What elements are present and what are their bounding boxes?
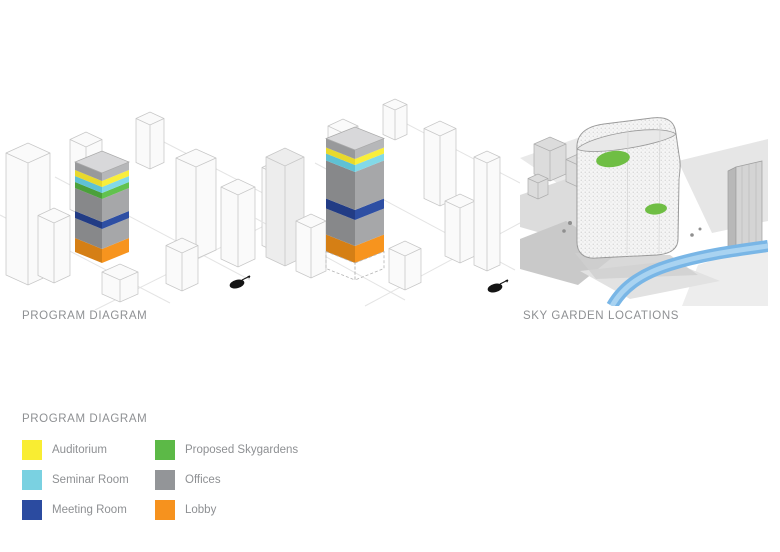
auditorium-label: Auditorium	[52, 444, 107, 456]
legend-item-lobby: Lobby	[155, 500, 298, 520]
legend-item-offices: Offices	[155, 470, 298, 490]
tower-shadow	[575, 253, 698, 279]
program-diagram-middle	[255, 98, 520, 307]
program-tower	[74, 150, 130, 263]
tower-band-meeting-room	[75, 211, 129, 229]
sky-garden-lower	[645, 203, 667, 215]
program-tower	[325, 126, 385, 281]
legend-item-auditorium: Auditorium	[22, 440, 129, 460]
offices-swatch	[155, 470, 175, 490]
context-buildings-front	[101, 263, 139, 303]
proposed-skygardens-label: Proposed Skygardens	[185, 444, 299, 456]
north-arrow-icon	[487, 279, 509, 293]
tower-band-offices-lower	[75, 218, 129, 249]
lobby-label: Lobby	[185, 504, 217, 516]
tower-band-offices-upper	[326, 160, 384, 210]
proposed-skygardens-swatch	[155, 440, 175, 460]
sky-garden-diagram	[520, 117, 768, 306]
north-arrow-icon	[229, 275, 251, 289]
tower-cap	[74, 150, 130, 181]
legend-column-right: Proposed Skygardens Offices Lobby	[155, 440, 298, 530]
tower-cap	[325, 126, 385, 159]
program-diagram-left	[0, 111, 290, 310]
context-buildings-front	[388, 240, 422, 291]
trees	[562, 221, 702, 237]
tower-basement-dashed	[325, 250, 385, 281]
context-buildings	[265, 98, 501, 279]
sky-garden-blobs	[596, 150, 667, 215]
legend-item-meeting-room: Meeting Room	[22, 500, 129, 520]
legend-item-seminar-room: Seminar Room	[22, 470, 129, 490]
riverside-structure	[727, 160, 763, 256]
meeting-room-label: Meeting Room	[52, 504, 127, 516]
tower-band-offices-lower	[326, 208, 384, 246]
river	[606, 240, 768, 306]
auditorium-swatch	[22, 440, 42, 460]
sky-garden-upper	[596, 150, 630, 168]
sky-garden-caption: SKY GARDEN LOCATIONS	[523, 310, 679, 322]
tower-band-meeting-room	[326, 198, 384, 220]
tower-band-auditorium	[326, 147, 384, 165]
tower-band-seminar-room	[326, 153, 384, 172]
sky-garden-tower	[576, 117, 681, 259]
lobby-swatch	[155, 500, 175, 520]
offices-label: Offices	[185, 474, 221, 486]
legend-column-left: Auditorium Seminar Room Meeting Room	[22, 440, 129, 530]
tower-band-auditorium	[75, 170, 129, 187]
meeting-room-swatch	[22, 500, 42, 520]
tower-band-lobby	[75, 238, 129, 263]
legend-item-proposed-skygardens: Proposed Skygardens	[155, 440, 298, 460]
program-diagram-caption: PROGRAM DIAGRAM	[22, 310, 148, 322]
legend-title: PROGRAM DIAGRAM	[22, 413, 148, 425]
tower-band-offices-mid	[75, 188, 129, 222]
tower-band-skygarden	[75, 182, 129, 199]
context-buildings	[5, 111, 290, 292]
tower-band-lobby	[326, 234, 384, 263]
seminar-room-label: Seminar Room	[52, 474, 129, 486]
tower-band-seminar-room	[75, 176, 129, 193]
seminar-room-swatch	[22, 470, 42, 490]
